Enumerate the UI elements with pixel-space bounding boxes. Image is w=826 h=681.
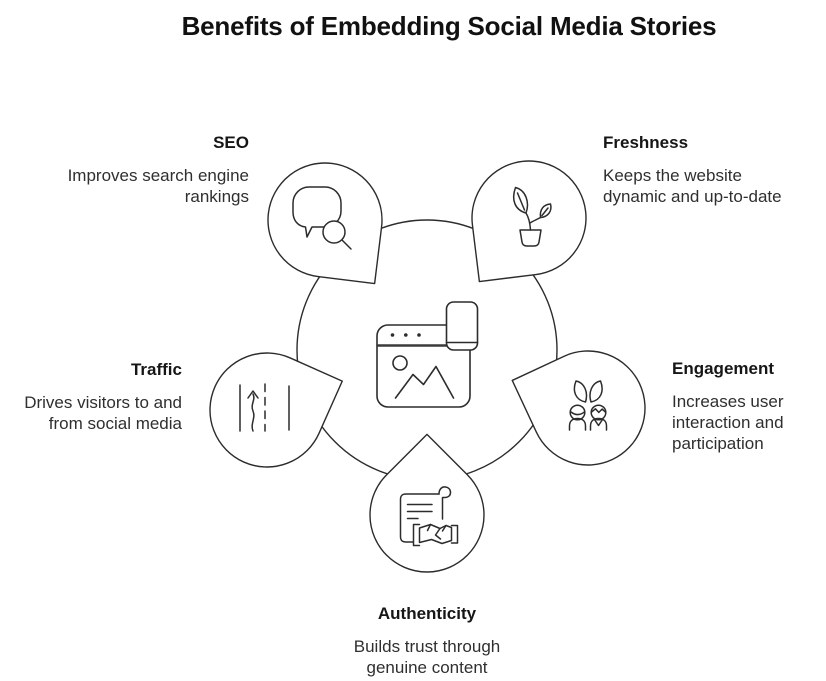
node-label: Traffic [130,360,182,379]
sprout-in-pot-icon [512,186,552,247]
node-text-freshness: Freshness Keeps the website dynamic and … [603,132,818,207]
node-shape-authenticity [369,433,485,573]
node-shape-seo [267,162,383,285]
document-handshake-icon [399,486,459,547]
page-title: Benefits of Embedding Social Media Stori… [181,11,717,41]
speech-bubble-magnifier-icon [292,186,352,250]
node-description: Builds trust through genuine content [353,637,501,677]
node-description: Keeps the website dynamic and up-to-date [603,166,782,206]
node-label: SEO [213,133,249,152]
node-description: Drives visitors to and from social media [24,393,182,433]
node-shape-traffic [209,352,343,468]
two-users-chat-icon [568,380,608,431]
node-label: Engagement [672,359,775,378]
node-description: Increases user interaction and participa… [672,392,784,453]
node-text-authenticity: Authenticity Builds trust through genuin… [312,603,542,678]
browser-with-photo-and-phone-icon [376,301,479,408]
node-label: Authenticity [377,604,477,623]
node-text-engagement: Engagement Increases user interaction an… [672,358,822,454]
node-text-traffic: Traffic Drives visitors to and from soci… [0,359,182,434]
road-lanes-arrow-icon [239,383,290,432]
node-description: Improves search engine rankings [67,166,249,206]
node-label: Freshness [603,133,689,152]
node-text-seo: SEO Improves search engine rankings [19,132,249,207]
node-shape-engagement [511,350,646,466]
